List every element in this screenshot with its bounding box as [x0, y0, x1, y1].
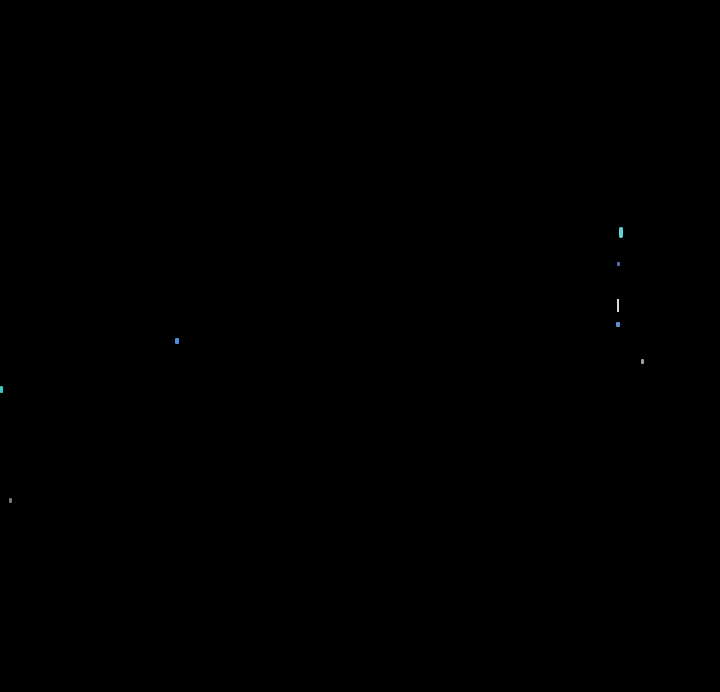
dim-speck-left-lower [9, 498, 12, 503]
blue-speck-right-upper [617, 262, 620, 266]
blue-speck-center-left [175, 338, 179, 344]
cyan-glyph-speck-right-top [619, 227, 623, 238]
white-cursor-line-right [617, 299, 619, 312]
gray-speck-right-lower [641, 359, 644, 364]
blue-speck-right-mid [616, 322, 620, 327]
cyan-speck-left-edge [0, 386, 3, 393]
